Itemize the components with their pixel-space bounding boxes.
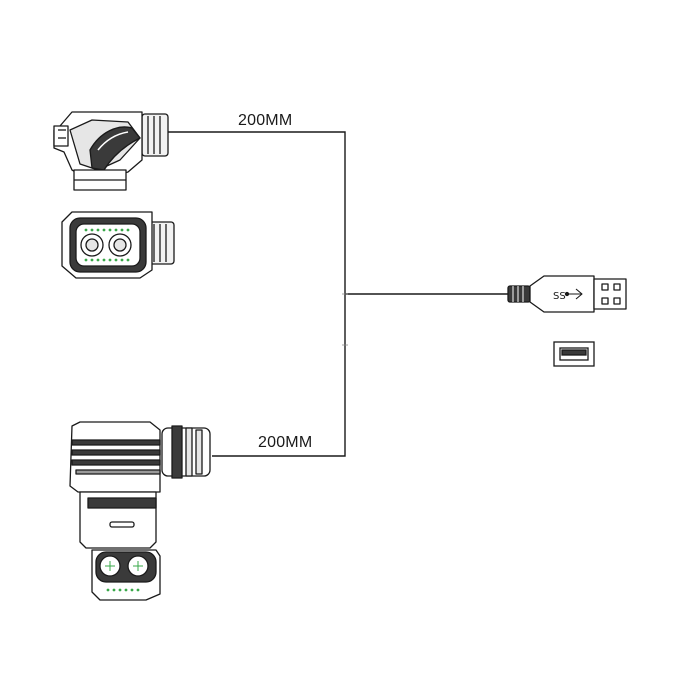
- lower-connector-side-view: [69, 421, 211, 549]
- usb-a-plug: SS: [507, 275, 627, 313]
- lower-cable-length-label: 200MM: [258, 434, 313, 451]
- usb-strain-relief: [507, 285, 531, 303]
- pin-row-bottom: [84, 258, 130, 262]
- usb-a-end-view: [553, 341, 595, 367]
- junction-marks: [342, 293, 348, 346]
- lower-cable: [212, 294, 346, 457]
- upper-cable: [166, 131, 346, 294]
- cable-wires: [166, 131, 508, 457]
- lower-body-ribs: [71, 439, 161, 475]
- svg-text:SS: SS: [553, 291, 566, 302]
- usb-superspeed-icon: SS: [553, 288, 583, 302]
- upper-connector-side-view: [53, 111, 169, 191]
- pin-row-top: [84, 228, 130, 232]
- lower-connector-front-view: [91, 549, 161, 601]
- lower-pin-row: [106, 588, 140, 592]
- upper-connector-front-view: [61, 211, 175, 279]
- upper-cable-length-label: 200MM: [238, 112, 293, 129]
- crosshair-marks: [105, 561, 143, 571]
